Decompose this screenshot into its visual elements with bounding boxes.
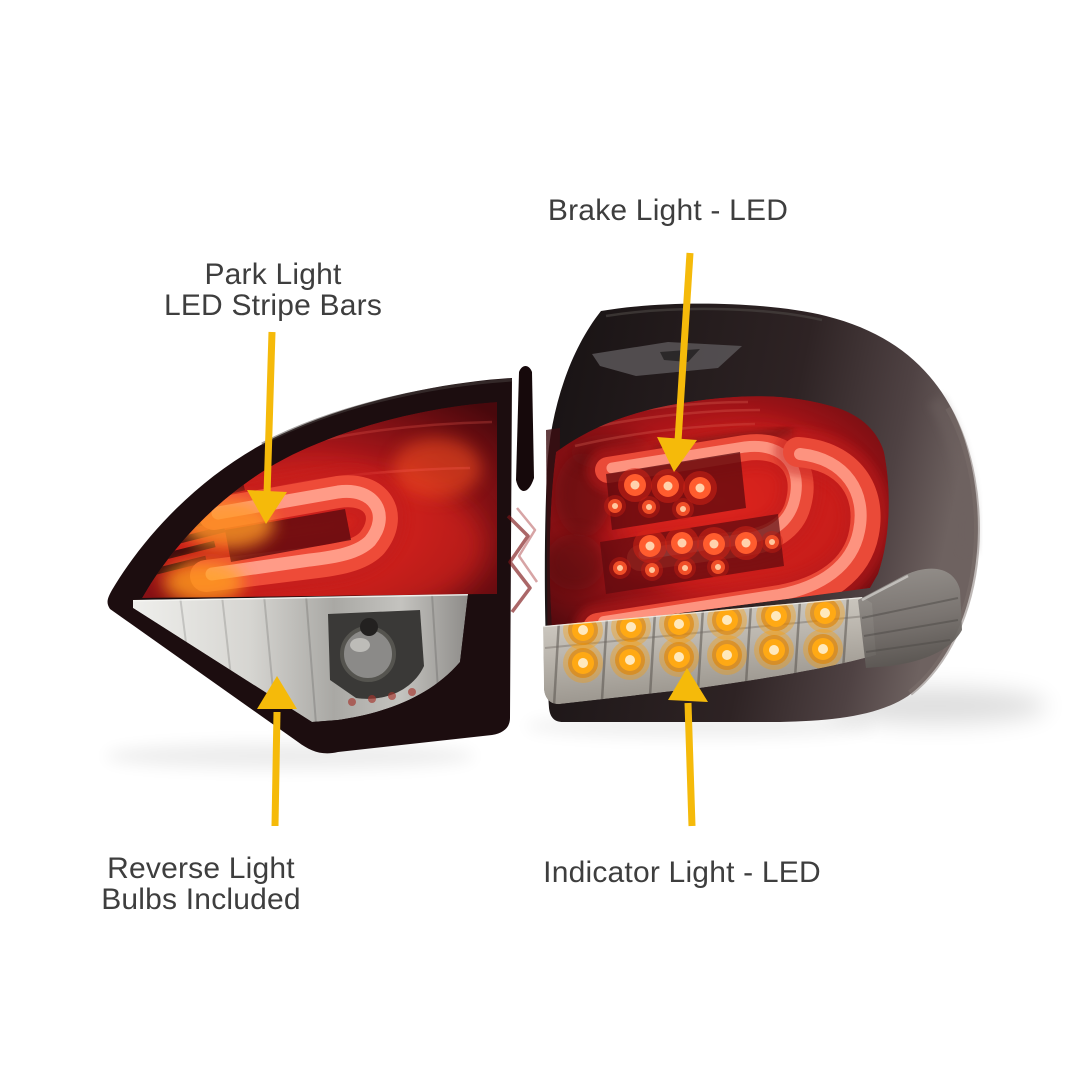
left-reverse-lens bbox=[133, 594, 468, 722]
right-tail-light bbox=[543, 303, 980, 722]
left-light-fin bbox=[516, 366, 534, 491]
right-led-stripe-bar-outer bbox=[574, 428, 889, 630]
park-light-label-line1: Park Light bbox=[204, 258, 342, 291]
brake-light-arrow-icon bbox=[657, 252, 697, 472]
indicator-light-arrow-icon bbox=[668, 668, 708, 827]
indicator-light-label-text: Indicator Light - LED bbox=[543, 856, 821, 889]
brake-light-label-text: Brake Light - LED bbox=[547, 194, 789, 227]
right-smoked-corner bbox=[858, 568, 962, 668]
park-light-label: Park Light LED Stripe Bars bbox=[164, 259, 382, 321]
park-light-label-line2: LED Stripe Bars bbox=[163, 289, 383, 322]
reverse-light-label-line2: Bulbs Included bbox=[101, 883, 301, 916]
left-tail-light bbox=[107, 366, 534, 754]
reverse-bulb bbox=[328, 610, 424, 699]
park-light-arrow-icon bbox=[247, 331, 287, 524]
reverse-light-arrow-icon bbox=[257, 676, 297, 827]
clear-lens-red-reflections bbox=[348, 688, 416, 706]
left-led-stripe-bar bbox=[181, 466, 407, 598]
gap-wiring bbox=[506, 507, 539, 614]
right-light-red-lens bbox=[549, 396, 889, 630]
right-indicator-band bbox=[543, 597, 876, 705]
reverse-light-label: Reverse Light Bulbs Included bbox=[101, 853, 301, 915]
reverse-light-label-line1: Reverse Light bbox=[107, 852, 295, 885]
indicator-light-label: Indicator Light - LED bbox=[543, 857, 821, 888]
brake-light-label: Brake Light - LED bbox=[548, 195, 788, 226]
